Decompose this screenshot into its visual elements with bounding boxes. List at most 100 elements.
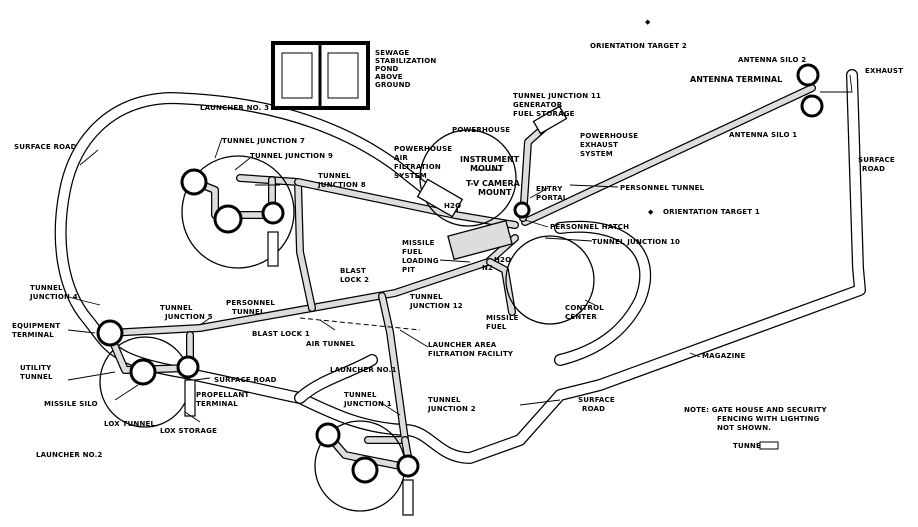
launcher-2-complex xyxy=(96,319,200,428)
note-line-2: FENCING WITH LIGHTING xyxy=(717,415,820,423)
legend-tunnels-label: TUNNELS xyxy=(733,442,771,450)
launcher-area-filtration-label-2: FILTRATION FACILITY xyxy=(428,350,514,358)
sewage-label-2: STABILIZATION xyxy=(375,57,436,65)
missile-fuel-loading-label-4: PIT xyxy=(402,266,415,274)
blast-lock-1-label: BLAST LOCK 1 xyxy=(252,330,310,338)
missile-fuel-loading-label-2: FUEL xyxy=(402,248,423,256)
utility-tunnel-label-1: UTILITY xyxy=(20,364,52,372)
tunnel-junction-8-label-2: JUNCTION 8 xyxy=(317,181,366,189)
tunnel-junction-2-label-2: JUNCTION 2 xyxy=(427,405,476,413)
tunnel-junction-1-label-2: JUNCTION 1 xyxy=(343,400,392,408)
powerhouse-label: POWERHOUSE xyxy=(452,126,510,134)
exhaust-label: EXHAUST xyxy=(865,67,903,75)
antenna-terminal-label: ANTENNA TERMINAL xyxy=(690,75,782,84)
surface-road-bottom-label-1: SURFACE xyxy=(578,396,615,404)
tunnel-junction-11-label-1: TUNNEL JUNCTION 11 xyxy=(513,92,601,100)
tv-camera-label-2: MOUNT xyxy=(478,188,512,197)
leader-lines xyxy=(67,137,701,423)
equipment-terminal-label-1: EQUIPMENT xyxy=(12,322,60,330)
tunnel-junction-8-label-1: TUNNEL xyxy=(318,172,351,180)
h2o-lower-label: H2O xyxy=(494,256,511,264)
entry-portal-label-1: ENTRY xyxy=(536,185,563,193)
powerhouse-air-label-3: FILTRATION xyxy=(394,163,441,171)
equipment-terminal-label-2: TERMINAL xyxy=(12,331,54,339)
missile-fuel-label-2: FUEL xyxy=(486,323,507,331)
n2-label: N2 xyxy=(482,264,493,272)
control-center-label-2: CENTER xyxy=(565,313,597,321)
labels: SEWAGE STABILIZATION POND ABOVE GROUND O… xyxy=(12,42,903,459)
magazine-label: MAGAZINE xyxy=(702,352,745,360)
h2o-upper-label: H2O xyxy=(444,202,461,210)
lox-storage-label: LOX STORAGE xyxy=(160,427,217,435)
sewage-label-1: SEWAGE xyxy=(375,49,409,57)
launcher-1-complex xyxy=(314,420,420,516)
launcher-2-label: LAUNCHER NO.2 xyxy=(36,451,103,459)
personnel-tunnel-right-label: PERSONNEL TUNNEL xyxy=(620,184,705,192)
tunnel-junction-2-label-1: TUNNEL xyxy=(428,396,461,404)
propellant-terminal-label-1: PROPELLANT xyxy=(196,391,249,399)
personnel-tunnel-left-label-2: TUNNEL xyxy=(232,308,265,316)
sewage-label-3: POND xyxy=(375,65,399,73)
legend-tunnels-swatch xyxy=(759,441,779,450)
missile-fuel-label-1: MISSILE xyxy=(486,314,519,322)
control-center-label-1: CONTROL xyxy=(565,304,604,312)
powerhouse-air-label-1: POWERHOUSE xyxy=(394,145,452,153)
powerhouse-exhaust-label-3: SYSTEM xyxy=(580,150,613,158)
tunnel-junction-4-label-1: TUNNEL xyxy=(30,284,63,292)
antenna-silo-2-label: ANTENNA SILO 2 xyxy=(738,56,806,64)
orientation-target-1-label: ORIENTATION TARGET 1 xyxy=(663,208,760,216)
blast-lock-2-label-1: BLAST xyxy=(340,267,366,275)
missile-fuel-loading-label-3: LOADING xyxy=(402,257,439,265)
powerhouse-exhaust-label-1: POWERHOUSE xyxy=(580,132,638,140)
launcher-3-complex xyxy=(180,155,295,269)
utility-tunnel-label-2: TUNNEL xyxy=(20,373,53,381)
air-tunnel-label: AIR TUNNEL xyxy=(306,340,356,348)
tunnel-junction-11-label-3: FUEL STORAGE xyxy=(513,110,575,118)
sewage-pond xyxy=(271,41,370,110)
sewage-label-4: ABOVE xyxy=(375,73,403,81)
powerhouse-exhaust-label-2: EXHAUST xyxy=(580,141,618,149)
powerhouse-air-label-4: SYSTEM xyxy=(394,172,427,180)
launcher-1-label: LAUNCHER NO.1 xyxy=(330,366,397,374)
tunnel-network xyxy=(106,84,816,444)
surface-road-bottom-label-2: ROAD xyxy=(582,405,605,413)
air-tunnel-line xyxy=(299,317,421,331)
tunnel-junction-12-label-2: JUNCTION 12 xyxy=(409,302,463,310)
note-line-1: NOTE: GATE HOUSE AND SECURITY xyxy=(684,406,828,414)
tunnel-junction-5-label-1: TUNNEL xyxy=(160,304,193,312)
note-line-3: NOT SHOWN. xyxy=(717,424,771,432)
antenna-silo-1-label: ANTENNA SILO 1 xyxy=(729,131,797,139)
propellant-terminal-label-2: TERMINAL xyxy=(196,400,238,408)
tv-camera-label-1: T-V CAMERA xyxy=(466,179,521,188)
tunnel-junction-1-label-1: TUNNEL xyxy=(344,391,377,399)
missile-silo-label: MISSILE SILO xyxy=(44,400,98,408)
orientation-target-2-mark: ◆ xyxy=(645,18,651,26)
surface-road-right-label-1: SURFACE xyxy=(858,156,895,164)
orientation-target-2-label: ORIENTATION TARGET 2 xyxy=(590,42,687,50)
launcher-area-filtration-label-1: LAUNCHER AREA xyxy=(428,341,497,349)
sewage-label-5: GROUND xyxy=(375,81,411,89)
tunnel-junction-7-label: TUNNEL JUNCTION 7 xyxy=(222,137,305,145)
personnel-hatch-label: PERSONNEL HATCH xyxy=(550,223,629,231)
instrument-mount-label-1: INSTRUMENT xyxy=(460,155,520,164)
tunnel-junction-12-label-1: TUNNEL xyxy=(410,293,443,301)
instrument-mount-label-2: MOUNT xyxy=(470,164,504,173)
powerhouse-area xyxy=(416,105,595,325)
tunnel-junction-11-label-2: GENERATOR xyxy=(513,101,563,109)
personnel-tunnel-left-label-1: PERSONNEL xyxy=(226,299,275,307)
tunnel-junction-10-label: TUNNEL JUNCTION 10 xyxy=(592,238,680,246)
surface-road-right-label-2: ROAD xyxy=(862,165,885,173)
surface-road-bottom-left-label: SURFACE ROAD xyxy=(214,376,277,384)
tunnel-junction-4-label-2: JUNCTION 4 xyxy=(29,293,78,301)
entry-portal-mark xyxy=(513,201,531,219)
powerhouse-air-label-2: AIR xyxy=(394,154,408,162)
orientation-target-1-mark: ◆ xyxy=(648,208,654,216)
tunnel-junction-9-label: TUNNEL JUNCTION 9 xyxy=(250,152,333,160)
missile-fuel-loading-label-1: MISSILE xyxy=(402,239,435,247)
tunnel-junction-5-label-2: JUNCTION 5 xyxy=(164,313,213,321)
antenna-silos xyxy=(796,63,853,118)
entry-portal-label-2: PORTAL xyxy=(536,194,568,202)
launcher-3-label: LAUNCHER NO. 3 xyxy=(200,104,269,112)
